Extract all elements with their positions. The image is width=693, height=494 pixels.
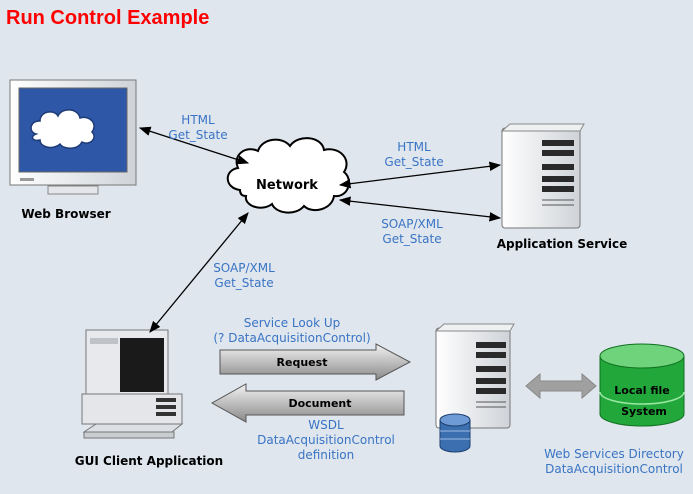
network-appservice-soap-label-line2: Get_State [382,232,441,246]
browser-network-label-line2: Get_State [168,128,227,142]
application-service-label: Application Service [497,237,628,251]
local-file-label-line1: Local file [614,384,670,397]
lookup-label-line1: Service Look Up [244,316,341,330]
network-appservice-soap-connector [338,196,502,222]
network-cloud-icon [226,137,350,214]
wsdl-label-line2: DataAcquisitionControl [257,433,395,447]
network-gui-label-line1: SOAP/XML [213,261,275,275]
document-arrow [210,383,405,423]
wsdl-label-line1: WSDL [308,418,344,432]
local-file-system-database-icon [599,343,685,427]
network-appservice-html-connector [338,161,502,189]
network-gui-label-line2: Get_State [214,276,273,290]
wsdl-label-line3: definition [298,448,354,462]
directory-db-double-arrow [525,372,597,400]
application-service-server-icon [500,123,585,229]
gui-client-computer-icon [81,329,184,439]
network-appservice-soap-label-line1: SOAP/XML [381,217,443,231]
directory-server-icon [434,323,515,429]
diagram-title: Run Control Example [6,7,209,29]
web-services-directory-label-line1: Web Services Directory [544,447,684,461]
request-label: Request [277,356,328,369]
browser-network-connector [138,126,250,165]
local-file-label-line2: System [621,405,667,418]
browser-network-label-line1: HTML [181,113,215,127]
request-arrow [219,343,412,381]
gui-client-label: GUI Client Application [75,454,223,468]
lookup-label-line2: (? DataAcquisitionControl) [213,331,370,345]
web-browser-monitor-icon [9,79,137,195]
network-gui-connector [149,212,249,333]
network-appservice-html-label-line2: Get_State [384,155,443,169]
small-database-icon [439,413,471,453]
web-browser-label: Web Browser [21,207,110,221]
network-label: Network [256,178,318,193]
document-label: Document [288,397,351,410]
web-services-directory-label-line2: DataAcquisitionControl [545,462,683,476]
network-appservice-html-label-line1: HTML [397,140,431,154]
